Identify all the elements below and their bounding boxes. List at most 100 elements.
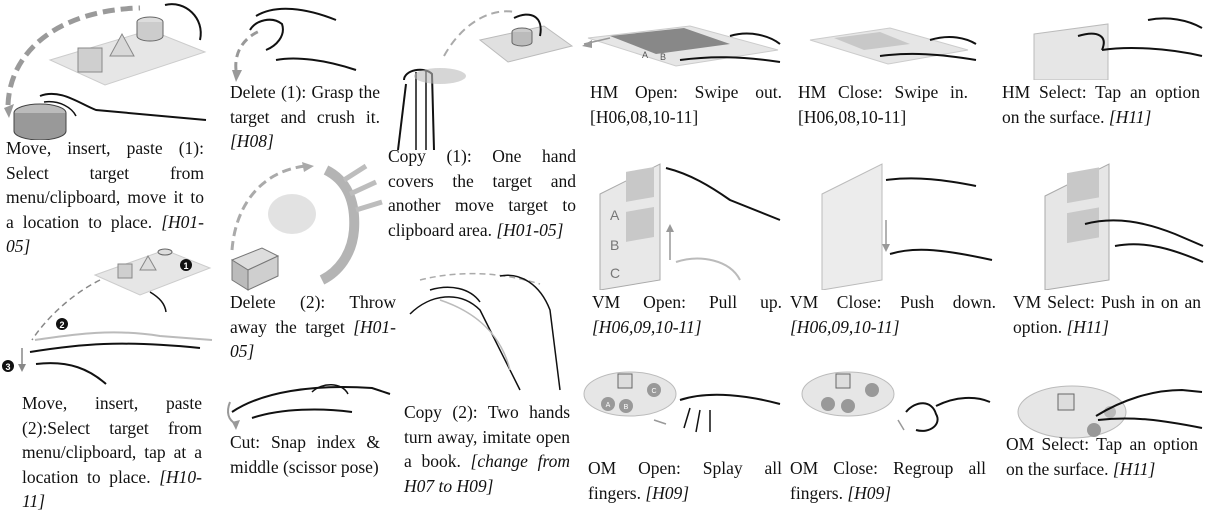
caption-vm-open: VM Open: Pull up. [H06,09,10-11] (592, 290, 782, 339)
caption-ref: [H09] (847, 482, 892, 503)
caption-move-2: Move, insert, paste (2):Select target fr… (22, 391, 202, 514)
caption-desc: Push in on an option. (1013, 292, 1201, 337)
gesture-copy-1: Copy (1): One hand covers the target and… (384, 0, 579, 270)
illustration-cut (227, 384, 391, 430)
caption-delete-1: Delete (1): Grasp the target and crush i… (230, 80, 380, 154)
gesture-om-open: A B C OM Open: Splay all fingers. [H09] (580, 360, 785, 519)
caption-title: Delete (2): (230, 292, 326, 312)
illustration-hm-select (1033, 17, 1203, 80)
svg-text:B: B (624, 404, 629, 411)
caption-om-open: OM Open: Splay all fingers. [H09] (588, 456, 782, 505)
caption-ref: [H01-05] (496, 219, 564, 240)
gesture-vm-select: VM Select: Push in on an option. [H11] (1005, 150, 1205, 345)
caption-desc: Swipe out. (694, 82, 782, 102)
caption-desc: Regroup all fingers. (790, 458, 986, 503)
illustration-vm-select (1044, 163, 1204, 290)
caption-ref: [H01-05] (6, 211, 204, 257)
caption-title: Delete (1): (230, 82, 307, 102)
caption-ref: [H06,09,10-11] (592, 316, 702, 337)
caption-ref: [H11] (1108, 106, 1152, 127)
caption-desc: Snap index & middle (scissor pose) (230, 432, 380, 477)
gesture-vm-open: A B C VM Open: Pull up. [H06,09,10-11] (580, 150, 785, 345)
gesture-hm-open: A B HM Open: Swipe out. [H06,08,10-11] (580, 0, 785, 150)
caption-desc: Grasp the target and crush it. (230, 82, 380, 127)
caption-desc: Pull up. (708, 292, 782, 312)
caption-desc: One hand covers the target and another m… (388, 146, 576, 240)
caption-desc: Splay all fingers. (588, 458, 782, 503)
caption-move-1: Move, insert, paste (1): Select target f… (6, 136, 204, 259)
gesture-om-close: OM Close: Regroup all fingers. [H09] (786, 360, 992, 519)
caption-title: VM Close: (790, 292, 882, 312)
caption-om-close: OM Close: Regroup all fingers. [H09] (790, 456, 986, 505)
caption-desc: Throw away the target (230, 292, 396, 337)
caption-ref: [H11] (1066, 316, 1109, 337)
caption-title: OM Open: (588, 458, 681, 478)
caption-ref: [H06,09,10-11] (790, 316, 900, 337)
caption-title: HM Select: (1002, 82, 1087, 102)
gesture-delete-2: Delete (2): Throw away the target [H01-0… (226, 160, 398, 361)
caption-hm-open: HM Open: Swipe out. [H06,08,10-11] (590, 80, 782, 129)
illustration-move-1 (4, 3, 207, 140)
caption-title: VM Select: (1013, 292, 1095, 312)
caption-ref: [H10-11] (22, 466, 203, 512)
illustration-om-open: A B C (583, 371, 781, 433)
svg-text:1: 1 (183, 261, 188, 271)
svg-text:A: A (606, 402, 611, 409)
caption-ref: [change from H07 to H09] (404, 451, 570, 496)
gesture-move-2: 1 2 3 Move, insert, paste (2):Select tar… (0, 240, 215, 519)
illustration-delete-1 (232, 7, 357, 82)
caption-delete-2: Delete (2): Throw away the target [H01-0… (230, 290, 396, 364)
caption-hm-close: HM Close: Swipe in. [H06,08,10-11] (798, 80, 968, 129)
caption-vm-select: VM Select: Push in on an option. [H11] (1013, 290, 1201, 339)
illustration-vm-open: A B C (599, 163, 781, 290)
svg-text:2: 2 (59, 320, 64, 330)
illustration-copy-2 (409, 272, 561, 391)
caption-title: HM Close: (798, 82, 883, 102)
caption-cut: Cut: Snap index & middle (scissor pose) (230, 430, 380, 479)
gesture-cut: Cut: Snap index & middle (scissor pose) (222, 372, 392, 519)
illustration-vm-close (821, 163, 993, 290)
illustration-hm-close (809, 27, 977, 65)
illustration-om-select (1017, 385, 1203, 439)
caption-hm-select: HM Select: Tap an option on the surface.… (1002, 80, 1200, 129)
svg-text:C: C (651, 388, 656, 395)
caption-ref: [H06,08,10-11] (590, 106, 699, 127)
caption-desc: Swipe in. (894, 82, 968, 102)
caption-title: VM Open: (592, 292, 686, 312)
illustration-delete-2 (230, 162, 383, 291)
gesture-hm-close: HM Close: Swipe in. [H06,08,10-11] (790, 0, 980, 150)
svg-text:C: C (610, 265, 620, 281)
svg-text:B: B (660, 52, 666, 62)
illustration-move-2: 1 2 3 (2, 248, 213, 385)
caption-om-select: OM Select: Tap an option on the surface.… (1006, 432, 1198, 481)
caption-ref: [H09] (645, 482, 690, 503)
caption-desc: Two hands turn away, imitate open a book… (404, 402, 571, 471)
caption-desc: Tap an option on the surface. (1002, 82, 1200, 127)
gesture-om-select: OM Select: Tap an option on the surface.… (1002, 360, 1205, 519)
svg-text:B: B (610, 237, 619, 253)
caption-title: OM Close: (790, 458, 879, 478)
gesture-hm-select: HM Select: Tap an option on the surface.… (998, 0, 1205, 150)
caption-ref: [H11] (1112, 458, 1156, 479)
illustration-om-close (801, 371, 991, 432)
caption-ref: [H08] (230, 131, 274, 151)
caption-title: Move, insert, paste (22, 393, 202, 413)
svg-text:A: A (610, 207, 620, 223)
illustration-hm-open: A B (582, 25, 781, 67)
step-marker-2-icon (56, 318, 68, 330)
step-marker-1-icon (180, 259, 192, 271)
caption-title: HM Open: (590, 82, 678, 102)
caption-title: Copy (2): (404, 402, 478, 422)
caption-copy-1: Copy (1): One hand covers the target and… (388, 144, 576, 242)
caption-vm-close: VM Close: Push down. [H06,09,10-11] (790, 290, 996, 339)
gesture-move-1: Move, insert, paste (1): Select target f… (0, 0, 210, 256)
illustration-copy-1 (397, 10, 574, 151)
caption-title: Copy (1): (388, 146, 472, 166)
caption-desc: Tap an option on the surface. (1006, 434, 1198, 479)
svg-text:A: A (642, 50, 648, 60)
caption-desc: Push down. (900, 292, 996, 312)
gesture-copy-2: Copy (2): Two hands turn away, imitate o… (400, 270, 580, 519)
step-marker-3-icon (2, 360, 14, 372)
svg-text:3: 3 (5, 362, 10, 372)
caption-copy-2: Copy (2): Two hands turn away, imitate o… (404, 400, 570, 498)
